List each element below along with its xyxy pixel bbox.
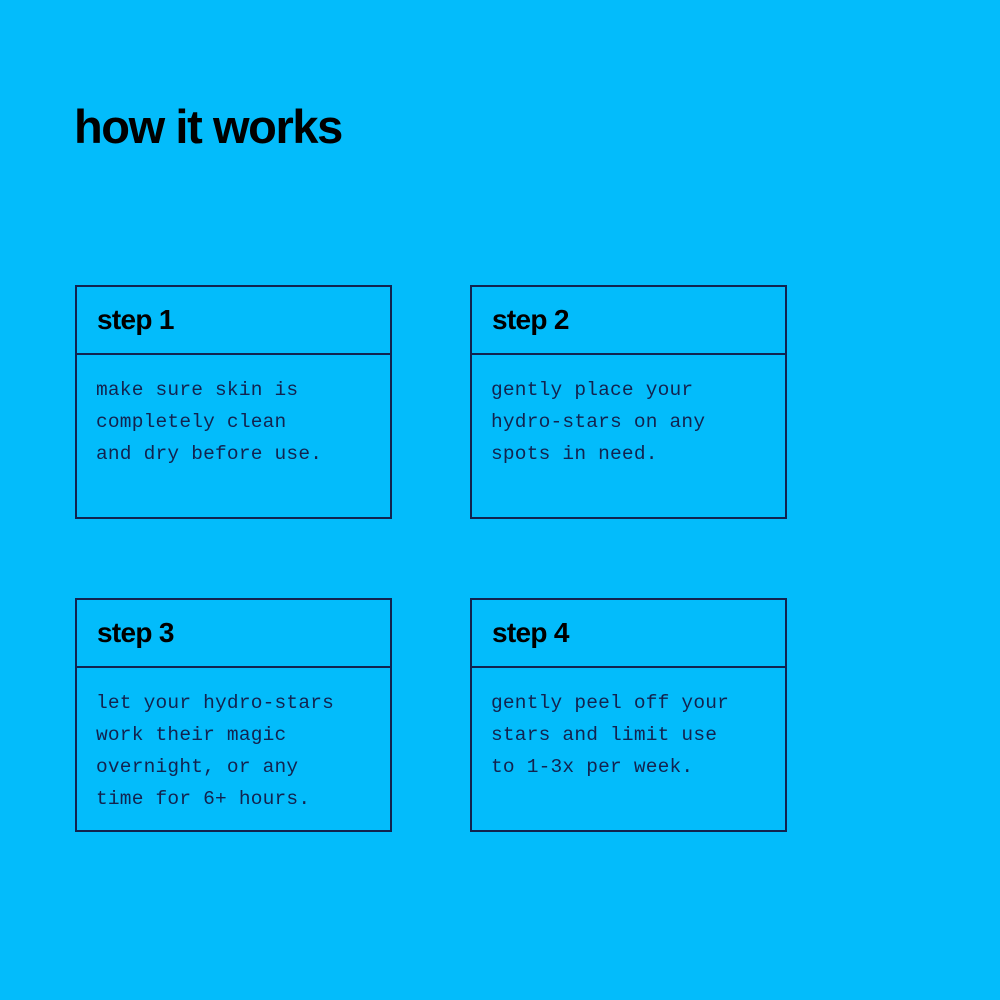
step-card-3-line-1: let your hydro-stars bbox=[96, 692, 335, 714]
step-card-1-line-2: completely clean bbox=[96, 411, 287, 433]
step-card-4-title: step 4 bbox=[492, 617, 569, 648]
step-card-3-header: step 3 bbox=[77, 600, 390, 668]
step-card-3-title: step 3 bbox=[97, 617, 174, 648]
step-card-1: step 1 make sure skin is completely clea… bbox=[75, 285, 392, 519]
step-card-1-body: make sure skin is completely clean and d… bbox=[77, 355, 390, 517]
step-card-3-line-4: time for 6+ hours. bbox=[96, 788, 311, 810]
step-card-3-body: let your hydro-stars work their magic ov… bbox=[77, 668, 390, 830]
steps-grid: step 1 make sure skin is completely clea… bbox=[75, 285, 787, 832]
step-card-3: step 3 let your hydro-stars work their m… bbox=[75, 598, 392, 832]
step-card-1-title: step 1 bbox=[97, 304, 174, 335]
step-card-2-line-2: hydro-stars on any bbox=[491, 411, 706, 433]
step-card-4-header: step 4 bbox=[472, 600, 785, 668]
page-title: how it works bbox=[74, 100, 343, 153]
step-card-1-line-3: and dry before use. bbox=[96, 443, 323, 465]
step-card-3-line-3: overnight, or any bbox=[96, 756, 299, 778]
step-card-4-line-3: to 1-3x per week. bbox=[491, 756, 694, 778]
step-card-2-line-3: spots in need. bbox=[491, 443, 658, 465]
step-card-4-body: gently peel off your stars and limit use… bbox=[472, 668, 785, 830]
step-card-1-header: step 1 bbox=[77, 287, 390, 355]
step-card-2-header: step 2 bbox=[472, 287, 785, 355]
step-card-4-line-1: gently peel off your bbox=[491, 692, 730, 714]
step-card-3-line-2: work their magic bbox=[96, 724, 287, 746]
step-card-2-body: gently place your hydro-stars on any spo… bbox=[472, 355, 785, 517]
step-card-4-line-2: stars and limit use bbox=[491, 724, 718, 746]
step-card-4: step 4 gently peel off your stars and li… bbox=[470, 598, 787, 832]
step-card-2: step 2 gently place your hydro-stars on … bbox=[470, 285, 787, 519]
step-card-2-title: step 2 bbox=[492, 304, 569, 335]
step-card-2-line-1: gently place your bbox=[491, 379, 694, 401]
step-card-1-line-1: make sure skin is bbox=[96, 379, 299, 401]
